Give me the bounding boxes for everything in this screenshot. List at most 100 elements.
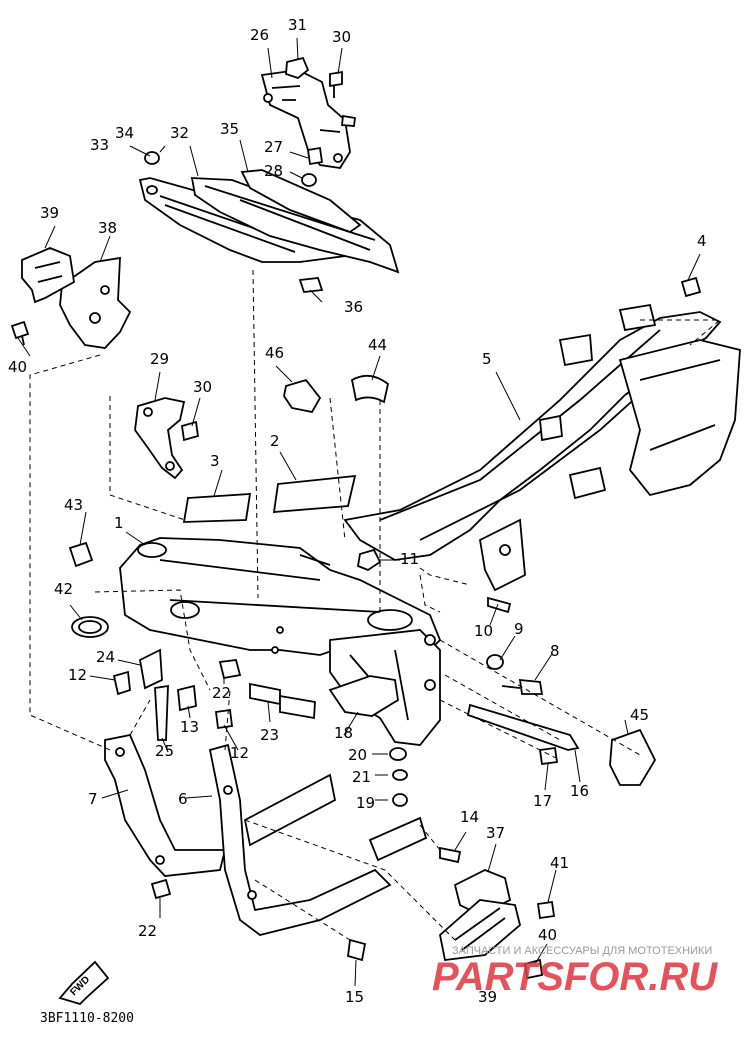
callout-9: 9 (514, 620, 524, 638)
watermark-brand: PARTSFOR.RU (432, 955, 718, 999)
bracket-18 (328, 675, 399, 717)
cap-39-top (21, 247, 75, 304)
callout-19: 19 (356, 794, 375, 812)
fwd-arrow: FWD (58, 960, 110, 1006)
clamp-44 (350, 374, 390, 404)
bolt-14 (439, 846, 462, 864)
diagram-code: 3BF1110-8200 (40, 1011, 134, 1026)
bolt-41 (536, 900, 556, 920)
nut-19 (392, 793, 408, 807)
leader-lines (17, 37, 722, 987)
callout-15: 15 (345, 988, 364, 1006)
callout-3: 3 (210, 452, 220, 470)
diagram-drawing: FWD (10, 37, 741, 1006)
callout-20: 20 (348, 746, 367, 764)
watermark-tagline: ЗАПЧАСТИ И АКСЕССУАРЫ ДЛЯ МОТОТЕХНИКИ (452, 945, 712, 957)
washer-21 (392, 769, 408, 781)
callout-2: 2 (270, 432, 280, 450)
callout-10: 10 (474, 622, 493, 640)
callout-23: 23 (260, 726, 279, 744)
callout-38: 38 (98, 219, 117, 237)
callout-34: 34 (115, 124, 134, 142)
callout-4: 4 (697, 232, 707, 250)
bolt-16 (466, 703, 580, 751)
callouts: 31 26 30 34 32 35 33 27 28 39 38 4 36 40… (8, 16, 707, 1006)
callout-22-top: 22 (212, 684, 231, 702)
callout-41: 41 (550, 854, 569, 872)
rear-frame-5 (343, 303, 741, 592)
bolt-40-bottom (523, 958, 544, 980)
callout-13: 13 (180, 718, 199, 736)
nut-22-bottom (150, 878, 172, 900)
callout-28: 28 (264, 162, 283, 180)
bracket-26 (260, 69, 357, 169)
washer-9 (486, 654, 504, 670)
callout-40: 40 (8, 358, 27, 376)
callout-5: 5 (482, 350, 492, 368)
ring-43 (68, 541, 94, 568)
callout-39-bottom: 39 (478, 988, 497, 1006)
bracket-37 (439, 869, 522, 961)
callout-1: 1 (114, 514, 124, 532)
callout-42: 42 (54, 580, 73, 598)
label-3 (182, 493, 252, 523)
ring-42-inner (78, 620, 102, 634)
bolt-40-top (10, 320, 30, 346)
callout-7: 7 (88, 790, 98, 808)
spacer-23a (249, 682, 281, 706)
cover-plates-32-33-35 (138, 169, 400, 274)
callout-24: 24 (96, 648, 115, 666)
callout-11: 11 (400, 550, 419, 568)
callout-44: 44 (368, 336, 387, 354)
callout-37: 37 (486, 824, 505, 842)
main-frame-1 (119, 537, 442, 746)
callout-30: 30 (332, 28, 351, 46)
callout-26: 26 (250, 26, 269, 44)
callout-22-bottom: 22 (138, 922, 157, 940)
callout-30-mid: 30 (193, 378, 212, 396)
callout-32: 32 (170, 124, 189, 142)
bolt-12-left (112, 670, 131, 696)
callout-25: 25 (155, 742, 174, 760)
callout-8: 8 (550, 642, 560, 660)
callout-18: 18 (334, 724, 353, 742)
bolt-12-mid (214, 708, 234, 730)
callout-35: 35 (220, 120, 239, 138)
callout-40-bottom: 40 (538, 926, 557, 944)
watermark: ЗАПЧАСТИ И АКСЕССУАРЫ ДЛЯ МОТОТЕХНИКИ PA… (432, 945, 718, 999)
callout-27: 27 (264, 138, 283, 156)
bracket-29 (134, 397, 186, 480)
callout-39: 39 (40, 204, 59, 222)
nut-11 (356, 548, 382, 572)
callout-12-mid: 12 (230, 744, 249, 762)
callout-43: 43 (64, 496, 83, 514)
callout-33: 33 (90, 136, 109, 154)
bracket-38 (59, 256, 132, 349)
grommet-34 (144, 151, 160, 165)
ring-42 (71, 616, 109, 638)
callout-16: 16 (570, 782, 589, 800)
label-45 (609, 728, 657, 786)
nut-20 (389, 747, 407, 761)
label-2 (272, 474, 357, 513)
collar-27 (306, 146, 324, 166)
callout-6: 6 (178, 790, 188, 808)
callout-45: 45 (630, 706, 649, 724)
nut-17 (538, 746, 559, 766)
bolt-30-top (329, 70, 343, 98)
collar-4 (680, 276, 702, 298)
bracket-24 (138, 648, 163, 690)
spacer-23b (279, 694, 316, 720)
callout-31: 31 (288, 16, 307, 34)
nut-22-top (218, 659, 242, 680)
bolt-15 (347, 938, 367, 962)
bracket-6 (208, 743, 428, 936)
callout-12-left: 12 (68, 666, 87, 684)
bolt-10 (487, 596, 512, 614)
pad-46 (283, 378, 322, 414)
callout-36: 36 (344, 298, 363, 316)
callout-29: 29 (150, 350, 169, 368)
callout-14: 14 (460, 808, 479, 826)
nut-31 (285, 56, 310, 80)
